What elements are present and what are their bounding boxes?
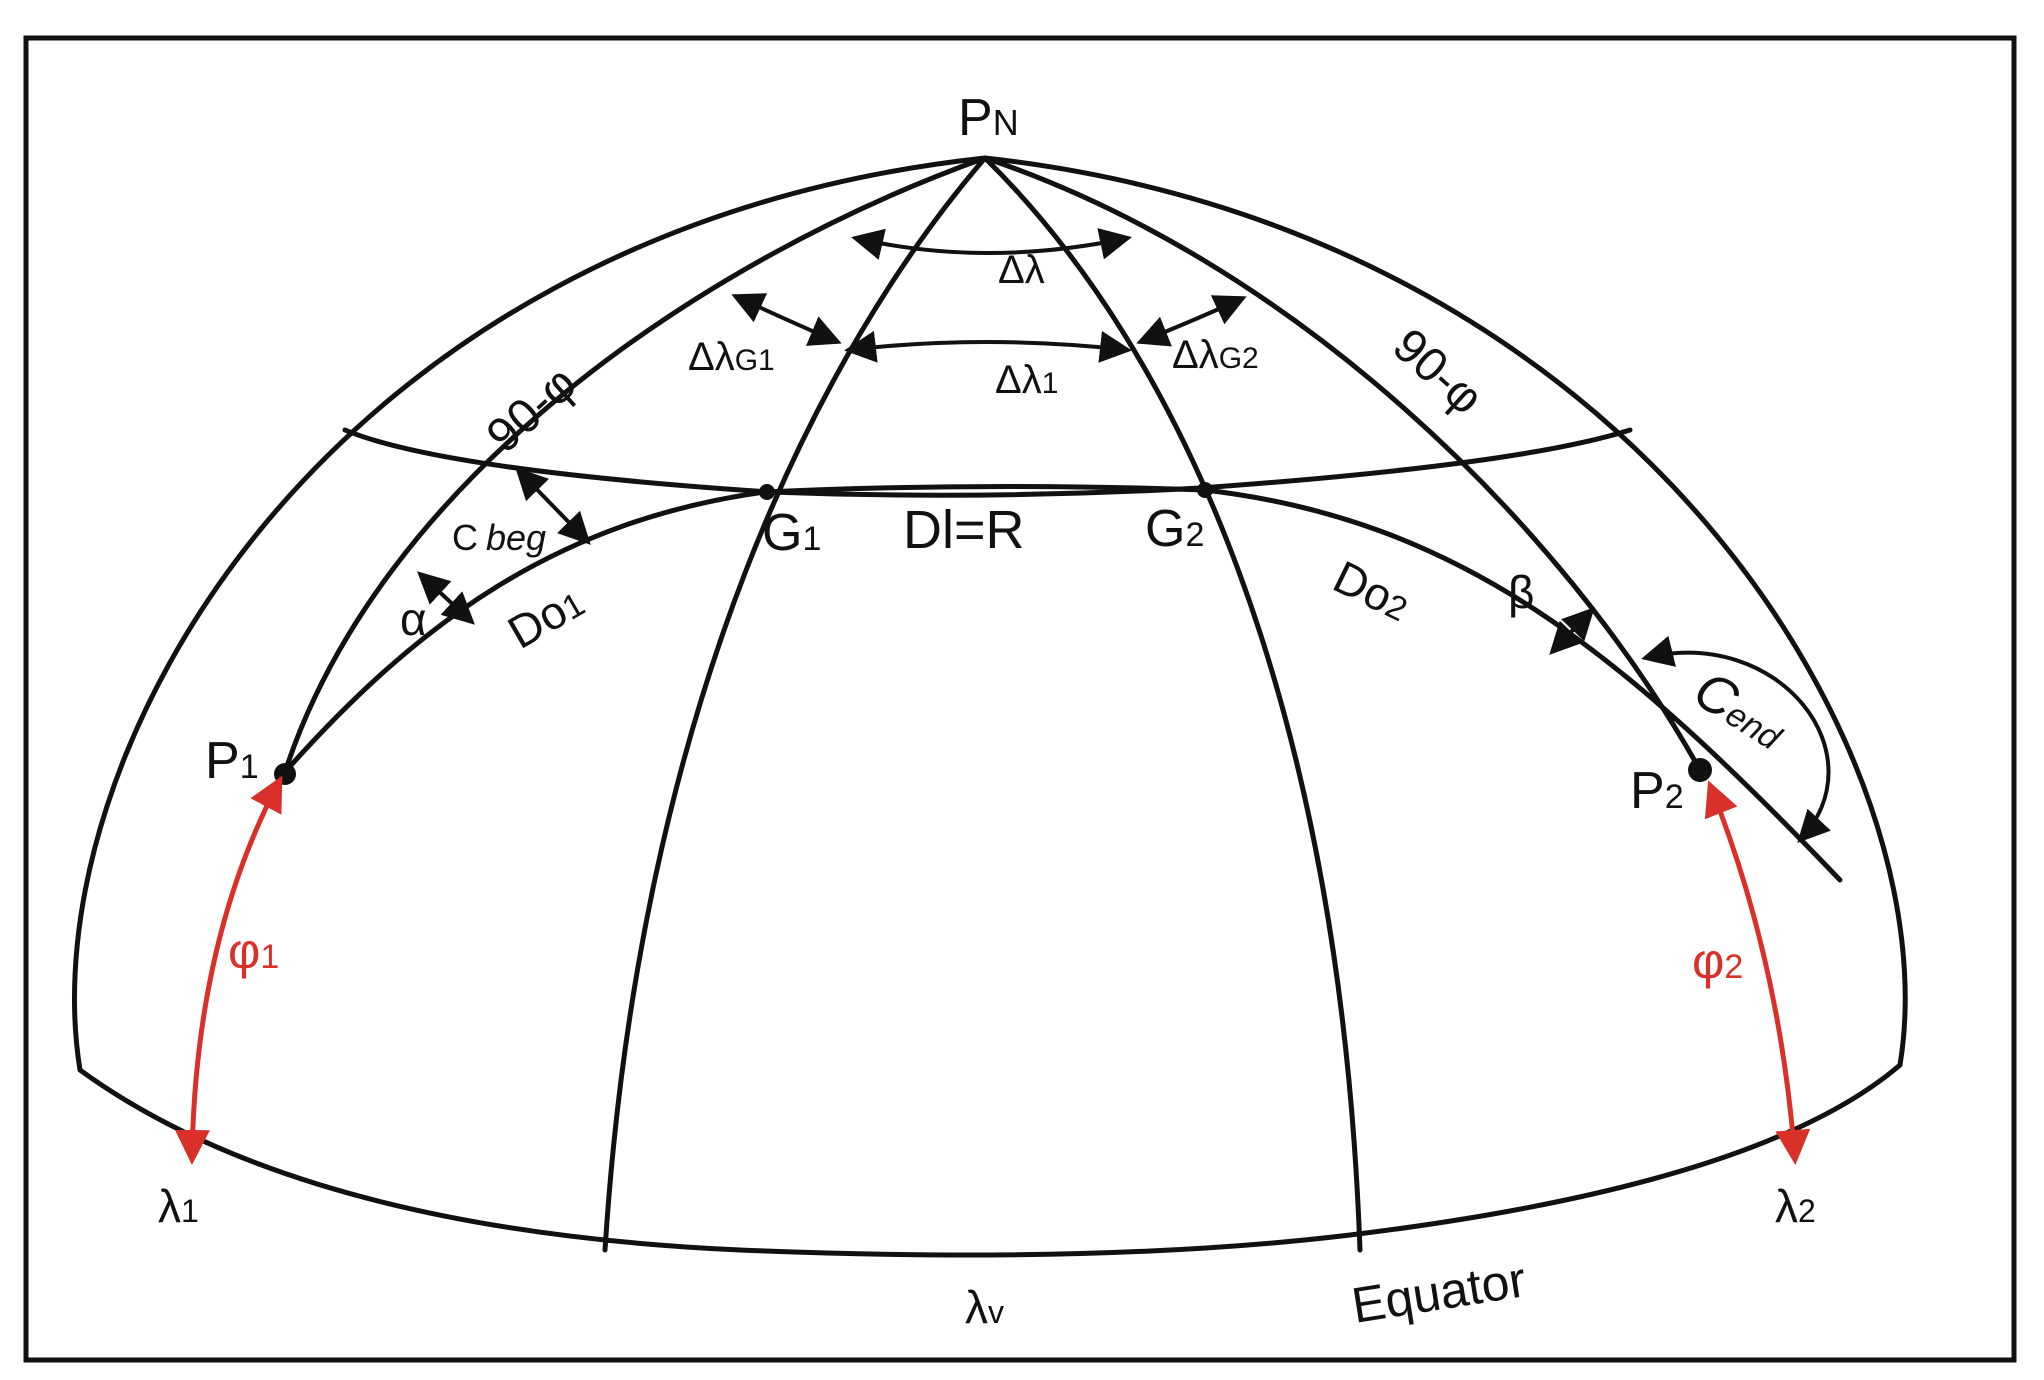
delta-lambda-g2-arrow	[1136, 295, 1247, 347]
delta-lambda-1-label: Δλ1	[995, 358, 1058, 402]
point-p2	[1688, 758, 1712, 782]
delta-lambda-g1-arrow	[731, 293, 842, 346]
delta-lambda-arrow	[851, 228, 1132, 260]
lambda1-label: λ1	[158, 1180, 199, 1232]
lambda-v-label: λv	[965, 1281, 1004, 1333]
c-end-label: Cend	[1684, 659, 1798, 761]
meridian-p2	[982, 155, 1703, 773]
phi2-label: φ2	[1692, 933, 1743, 989]
point-g2	[1197, 482, 1213, 498]
dl-label: Dl=R	[903, 500, 1025, 560]
point-g1	[759, 484, 775, 500]
colatitude-left-label: 90-φ	[477, 357, 587, 464]
hemisphere-outline	[72, 155, 1908, 1073]
meridian-g2	[982, 155, 1363, 1253]
alpha-label: α	[400, 593, 427, 645]
do2-label: Do2	[1326, 550, 1419, 631]
beta-label: β	[1508, 566, 1534, 618]
pole-label: PN	[958, 89, 1019, 147]
delta-lambda-1-arrow	[844, 330, 1132, 363]
do1-label: Do1	[499, 575, 592, 659]
beta-arrow	[1549, 607, 1595, 655]
equator-line	[77, 1062, 1903, 1258]
parallel-line	[342, 427, 1633, 498]
delta-lambda-label: Δλ	[998, 248, 1045, 292]
meridian-p1	[282, 155, 988, 775]
lambda2-label: λ2	[1775, 1180, 1816, 1232]
p1-label: P1	[205, 732, 259, 790]
phi1-label: φ1	[228, 923, 279, 979]
equator-label: Equator	[1348, 1251, 1530, 1334]
g1-label: G1	[762, 504, 821, 562]
phi2-arrow	[1704, 780, 1811, 1165]
g2-label: G2	[1145, 500, 1204, 558]
c-beg-arrow	[515, 467, 591, 545]
delta-lambda-g1-label: ΔλG1	[688, 335, 775, 379]
alpha-arrow	[417, 571, 475, 625]
c-end-arrow	[1641, 635, 1831, 843]
p2-label: P2	[1630, 762, 1684, 820]
delta-lambda-g2-label: ΔλG2	[1172, 333, 1259, 377]
diagram-frame	[23, 35, 2017, 1363]
colatitude-right-label: 90-φ	[1383, 319, 1493, 426]
phi1-arrow	[174, 775, 283, 1165]
